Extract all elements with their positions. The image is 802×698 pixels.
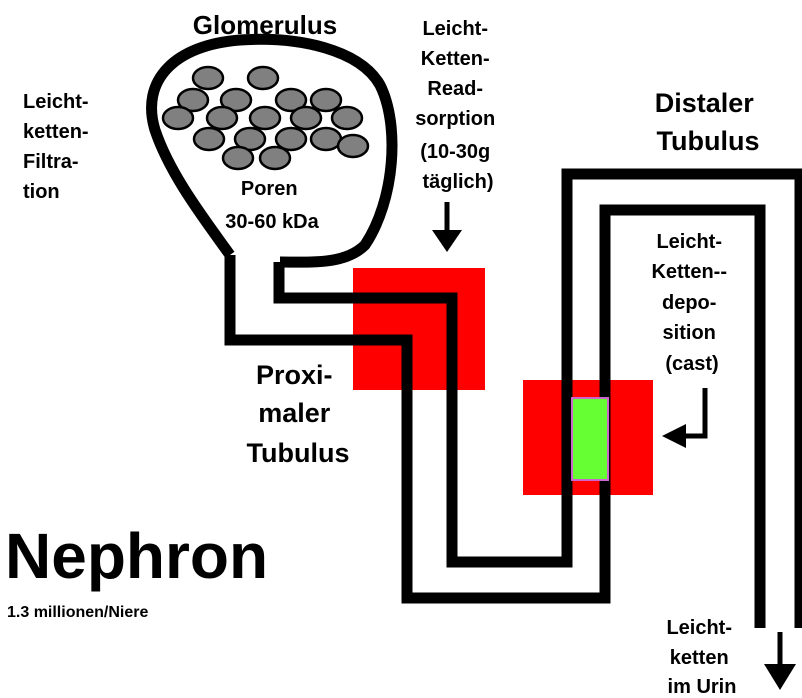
pore (311, 89, 341, 111)
pore (260, 147, 290, 169)
pore (248, 67, 278, 89)
pore (332, 107, 362, 129)
pore (338, 135, 368, 157)
light-chain-cast (572, 398, 608, 480)
nephron-title: Nephron (5, 520, 268, 592)
pore (207, 107, 237, 129)
proximal-tubulus-label: Proxi- maler Tubulus (247, 360, 350, 468)
pore (250, 107, 280, 129)
nephron-count: 1.3 millionen/Niere (7, 604, 148, 621)
pore (163, 107, 193, 129)
pore (194, 128, 224, 150)
pore (291, 107, 321, 129)
pore (193, 67, 223, 89)
pore (223, 147, 253, 169)
pore (311, 128, 341, 150)
proximal-reabsorption-zone (353, 268, 485, 390)
urine-label: Leicht- ketten im Urin (666, 617, 737, 698)
glomerulus-label: Glomerulus (193, 10, 337, 40)
